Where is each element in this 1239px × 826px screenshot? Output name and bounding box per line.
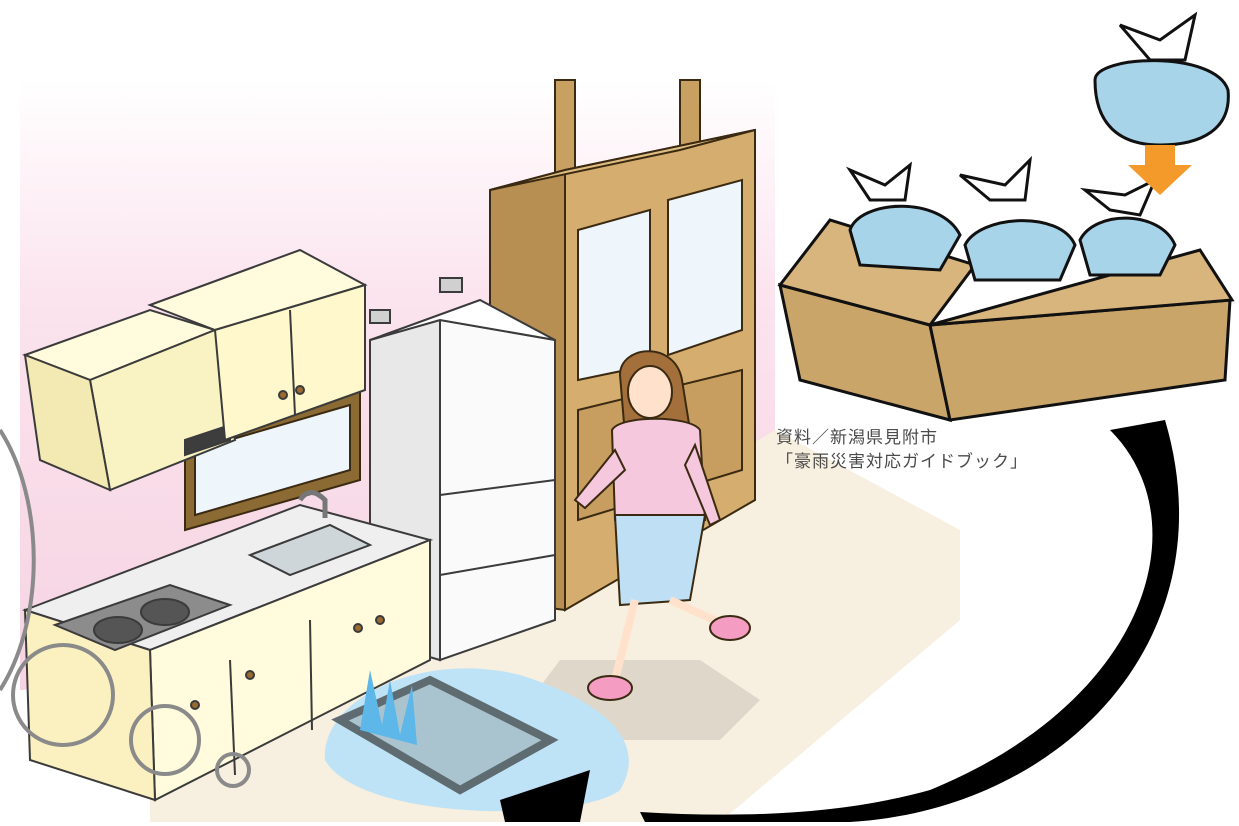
upper-cabinets [22, 248, 368, 492]
arrow-head [500, 770, 590, 822]
credit-line-2: 「豪雨災害対応ガイドブック」 [776, 452, 1028, 472]
bag-2 [963, 219, 1077, 282]
credit-line-1: 資料／新潟県見附市 [776, 428, 938, 448]
cupboard-post-right [679, 79, 701, 151]
image-credit: 資料／新潟県見附市 「豪雨災害対応ガイドブック」 [776, 426, 1028, 474]
bag-top-knot [1118, 11, 1198, 62]
woman-arm-right [683, 442, 722, 527]
fridge-top [369, 298, 556, 341]
glass-door-right [667, 178, 743, 357]
bag-4-knot [845, 161, 913, 202]
thought-bubble-3 [215, 752, 251, 788]
bag-6-knot [1079, 176, 1158, 217]
woman-figure [573, 350, 751, 701]
fridge-front [439, 318, 556, 662]
cupboard-top [489, 129, 756, 191]
thought-bubble-1 [11, 643, 115, 747]
slipper-right [709, 615, 751, 641]
slipper-left [587, 675, 633, 701]
water-splash [360, 670, 417, 745]
wall-cabinet-front [213, 283, 366, 442]
woman-blouse [610, 417, 707, 521]
woman-skirt [613, 514, 707, 607]
hood-panel [184, 423, 231, 457]
thought-bubbles [0, 428, 251, 788]
sink [247, 523, 373, 577]
woman-leg-left [611, 599, 639, 681]
burner-1 [93, 616, 143, 644]
bag-1 [848, 204, 962, 272]
bag-5-knot [959, 155, 1033, 202]
burner-2 [140, 598, 190, 626]
faucet [297, 490, 328, 518]
bag-3 [1078, 216, 1177, 277]
flooded-floor [324, 668, 629, 812]
kitchen-counter [21, 490, 434, 802]
sandbag-box [777, 11, 1235, 423]
thought-bubble-2 [129, 704, 201, 776]
range-hood-side [23, 353, 112, 492]
wall-outlet-2 [369, 309, 391, 324]
fridge-door-split-1 [439, 479, 556, 496]
arrow-down-orange-icon [1128, 145, 1192, 195]
woman-face [627, 365, 673, 419]
thought-bubble-large [0, 428, 36, 692]
fridge-door-split-2 [439, 554, 556, 576]
bag-top [1093, 59, 1230, 147]
wall-outlet [439, 277, 463, 293]
woman-arm-left [573, 448, 627, 510]
